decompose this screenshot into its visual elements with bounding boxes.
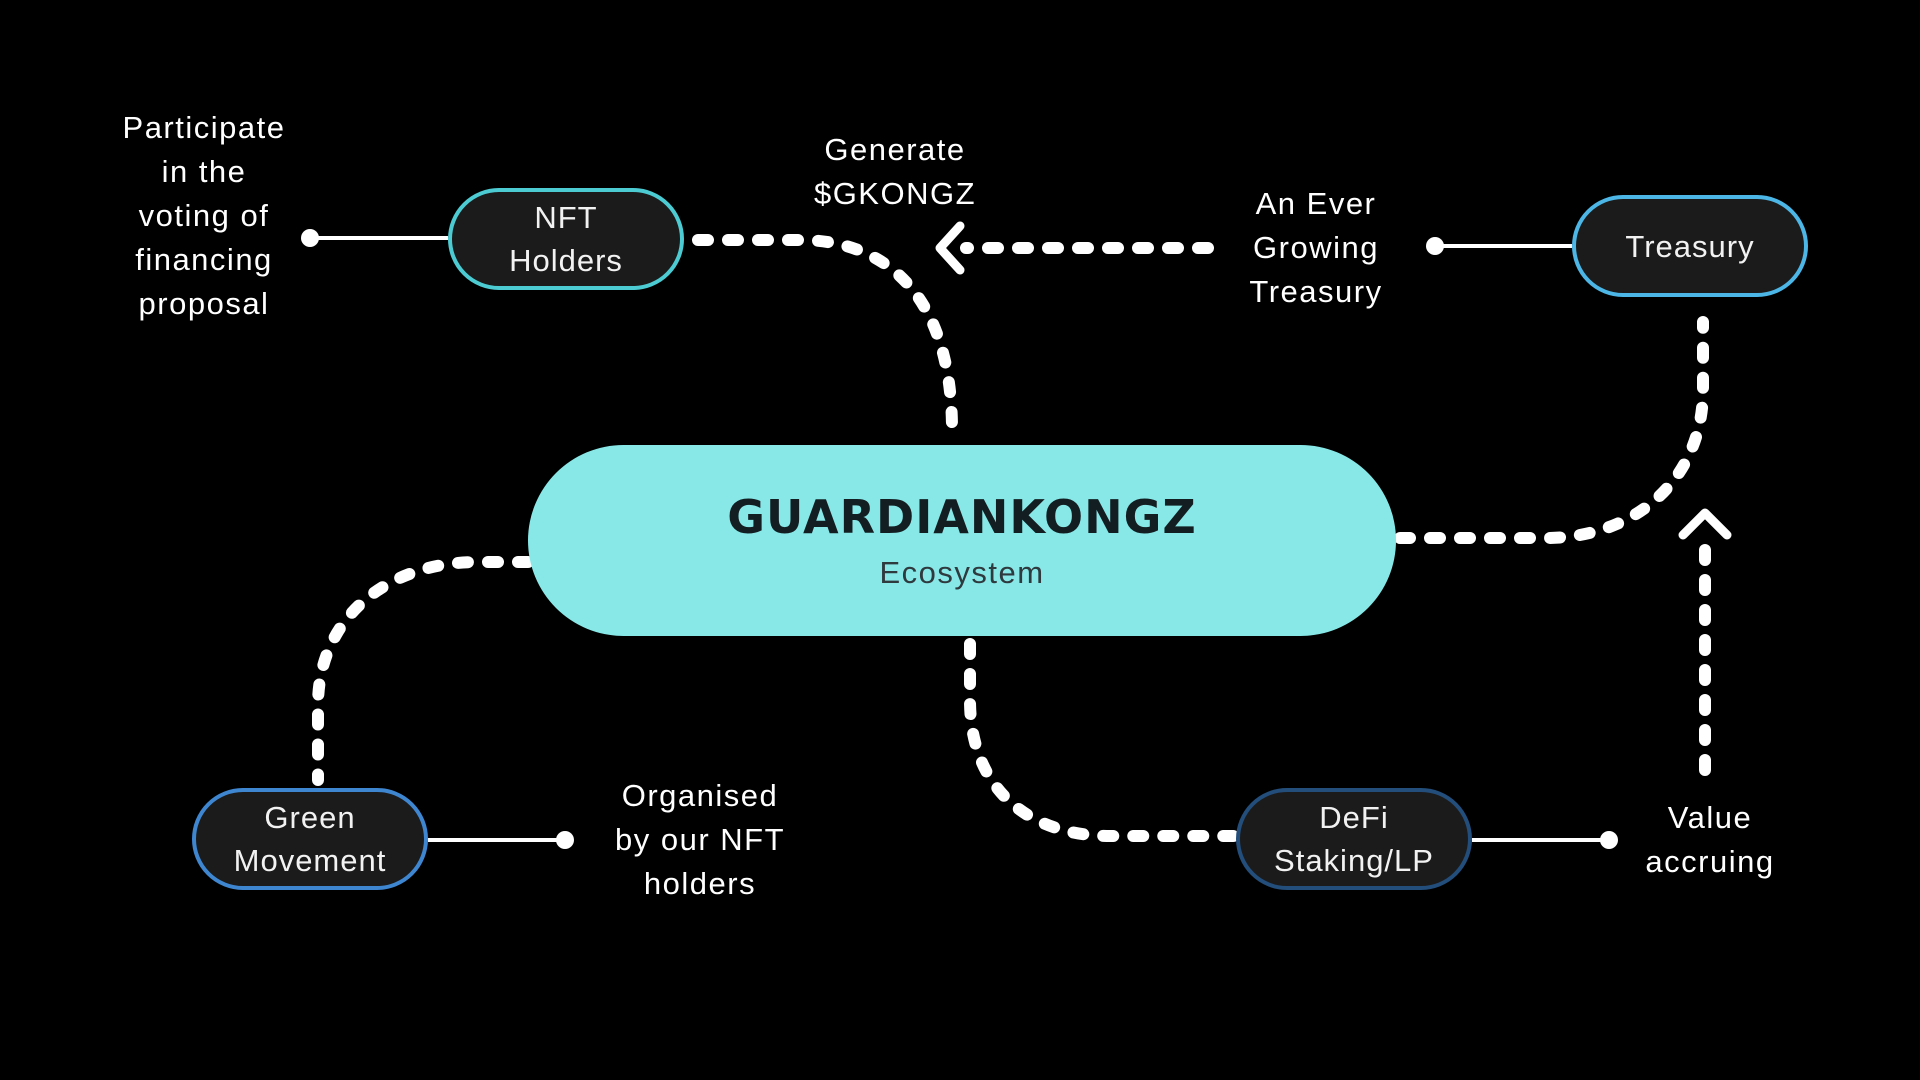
ever-growing-label: An Ever Growing Treasury [1216, 182, 1416, 314]
ever-growing-label-line1: An Ever [1255, 186, 1377, 221]
hub-title: GUARDIANKONGZ [727, 489, 1197, 544]
generate-label-line1: Generate [824, 132, 966, 167]
defi-label-line1: DeFi [1319, 800, 1389, 835]
connector-nft-holders-to-hub [692, 234, 958, 436]
callout-dot-treasury [1426, 237, 1444, 255]
ecosystem-hub: GUARDIANKONGZ Ecosystem [528, 445, 1396, 636]
voting-label: Participate in the voting of financing p… [104, 106, 304, 326]
chevron-left-icon [935, 221, 965, 275]
organised-label-line2: by our NFT [614, 822, 786, 857]
treasury-label: Treasury [1625, 228, 1755, 264]
generate-label: Generate $GKONGZ [795, 128, 995, 216]
voting-label-line1: Participate [122, 110, 286, 145]
organised-label-line1: Organised [621, 778, 779, 813]
voting-label-line4: financing [135, 242, 273, 277]
nft-holders-label-line1: NFT [534, 200, 598, 235]
voting-label-line2: in the [161, 154, 247, 189]
green-movement-node: Green Movement [192, 788, 428, 890]
chevron-up-icon [1678, 508, 1732, 540]
value-label: Value accruing [1610, 796, 1810, 884]
defi-label-line2: Staking/LP [1274, 843, 1434, 878]
generate-label-line2: $GKONGZ [813, 176, 977, 211]
green-movement-label-line2: Movement [233, 843, 387, 878]
voting-label-line5: proposal [138, 286, 270, 321]
connector-hub-to-defi [964, 638, 1241, 842]
callout-dot-value [1600, 831, 1618, 849]
treasury-node: Treasury [1572, 195, 1808, 297]
connector-hub-to-treasury [1394, 316, 1709, 544]
nft-holders-node: NFT Holders [448, 188, 684, 290]
nft-holders-label-line2: Holders [509, 243, 623, 278]
connector-hub-to-green-movement [312, 556, 534, 786]
organised-label-line3: holders [643, 866, 757, 901]
callout-dot-organised [556, 831, 574, 849]
ever-growing-label-line2: Growing [1253, 230, 1379, 265]
voting-label-line3: voting of [138, 198, 270, 233]
value-label-line2: accruing [1645, 844, 1775, 879]
defi-staking-node: DeFi Staking/LP [1236, 788, 1472, 890]
hub-subtitle: Ecosystem [879, 554, 1045, 590]
green-movement-label-line1: Green [264, 800, 356, 835]
callout-dot-voting [301, 229, 319, 247]
ever-growing-label-line3: Treasury [1249, 274, 1383, 309]
organised-label: Organised by our NFT holders [600, 774, 800, 906]
value-label-line1: Value [1667, 800, 1753, 835]
